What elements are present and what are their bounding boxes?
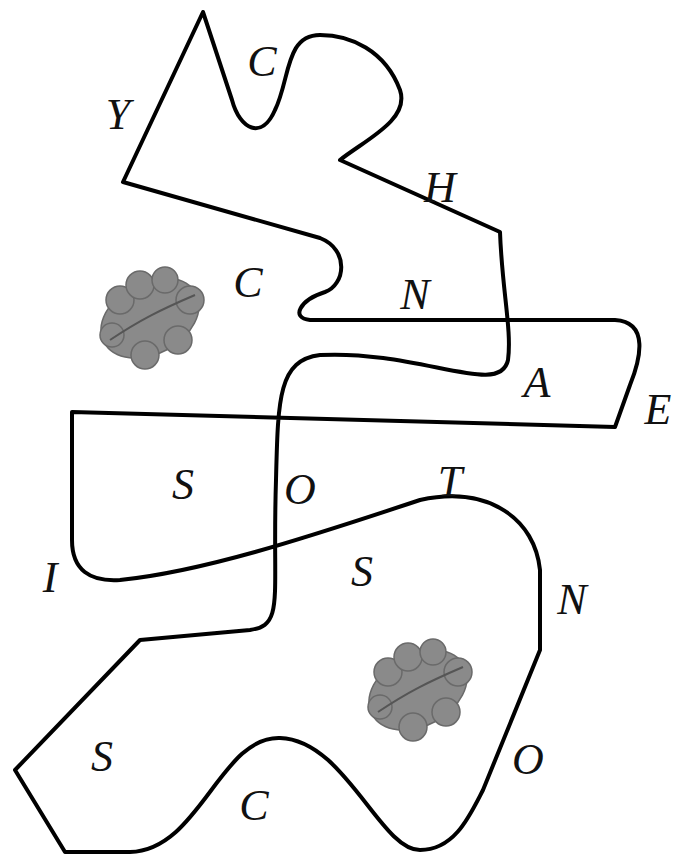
puzzle-letter: O (512, 738, 544, 782)
puzzle-letter: C (239, 784, 268, 828)
puzzle-letter: C (233, 261, 262, 305)
brain-image (355, 634, 481, 746)
puzzle-letter: S (172, 463, 194, 507)
puzzle-letter: C (247, 40, 276, 84)
puzzle-letter: H (424, 166, 456, 210)
closed-curve (15, 12, 639, 852)
puzzle-letter: N (557, 578, 586, 622)
puzzle-letter: E (645, 388, 672, 432)
puzzle-letter: S (351, 550, 373, 594)
puzzle-letter: A (524, 361, 551, 405)
puzzle-letter: N (400, 273, 429, 317)
brain-image (87, 262, 213, 374)
puzzle-letter: Y (106, 93, 130, 137)
puzzle-letter: T (438, 460, 462, 504)
puzzle-letter: I (43, 556, 58, 600)
puzzle-letter: S (91, 735, 113, 779)
puzzle-letter: O (284, 468, 316, 512)
